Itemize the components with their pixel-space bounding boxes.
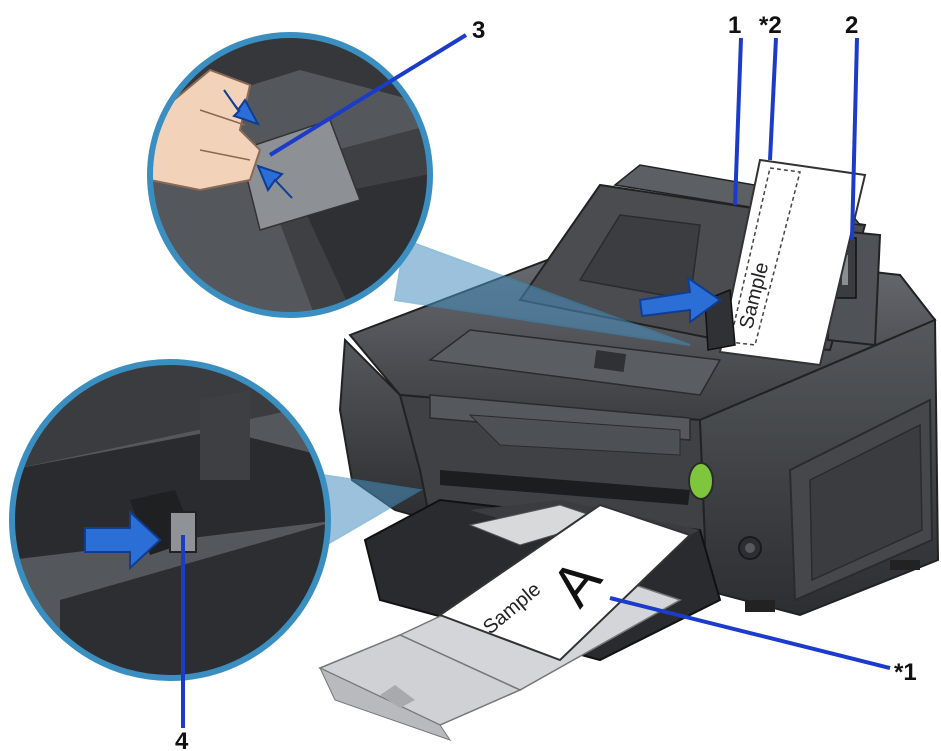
- squeeze-arrow-up-icon: [256, 164, 293, 199]
- loaded-paper: Sample: [718, 158, 867, 367]
- lever-push-arrow-icon: [84, 509, 162, 571]
- callout-leaders: [181, 33, 891, 728]
- callout-star-1: *1: [894, 659, 917, 686]
- power-led-icon: [688, 462, 714, 500]
- callout-1: 1: [728, 12, 741, 39]
- guide-slide-arrow-icon: [638, 275, 722, 324]
- callout-star-2: *2: [759, 12, 782, 39]
- output-paper: Sample A: [437, 503, 692, 662]
- callout-4: 4: [175, 728, 189, 751]
- squeeze-arrow-down-icon: [223, 89, 261, 126]
- callout-2: 2: [845, 12, 858, 39]
- printer-body: [338, 238, 940, 617]
- callout-3: 3: [472, 17, 485, 44]
- bottom-inset-magnifier: [9, 359, 423, 681]
